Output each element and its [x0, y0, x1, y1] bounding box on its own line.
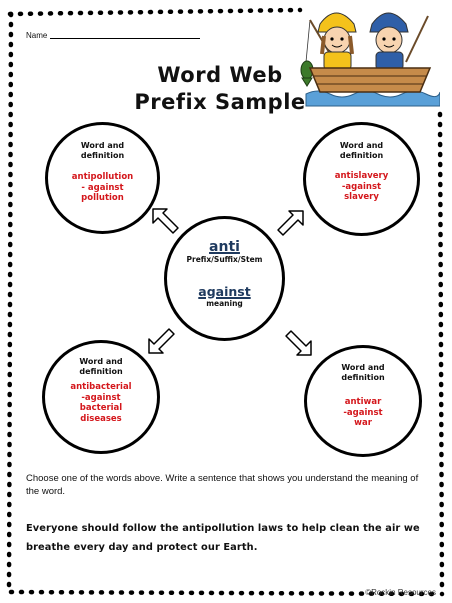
- sample-answer-sentence: Everyone should follow the antipollution…: [26, 523, 420, 553]
- center-prefix-circle: anti Prefix/Suffix/Stem against meaning: [164, 216, 285, 341]
- definition-text: -against: [343, 407, 383, 418]
- kids-fishing-boat-clipart: [300, 12, 440, 107]
- definition-text: - against: [81, 182, 124, 193]
- name-label: Name: [26, 31, 48, 40]
- arrow-to-bottom-right-icon: [285, 330, 312, 356]
- word-label: Word and: [341, 363, 385, 372]
- word-circle-top-right: Word and definition antislavery -against…: [303, 122, 420, 236]
- copyright-credit: ©Rockin Resources: [365, 588, 436, 597]
- definition-label: definition: [341, 373, 385, 382]
- prefix-meaning: against: [198, 284, 251, 299]
- word-text: antibacterial: [70, 382, 132, 392]
- instructions-text: Choose one of the words above. Write a s…: [26, 473, 419, 497]
- definition-label: definition: [79, 367, 123, 376]
- word-circle-top-left: Word and definition antipollution - agai…: [45, 122, 160, 234]
- word-circle-bottom-left: Word and definition antibacterial -again…: [42, 340, 160, 454]
- name-blank-line[interactable]: [50, 38, 201, 39]
- prefix-label: Prefix/Suffix/Stem: [186, 255, 263, 264]
- prefix-word: anti: [209, 239, 240, 255]
- word-text: antiwar: [344, 397, 382, 407]
- worksheet-title-line1: Word Web: [157, 63, 283, 87]
- word-text: antipollution: [71, 172, 134, 182]
- word-label: Word and: [339, 141, 384, 150]
- definition-label: definition: [80, 151, 125, 160]
- meaning-label: meaning: [206, 299, 243, 308]
- word-label: Word and: [80, 141, 125, 150]
- definition-label: definition: [339, 151, 384, 160]
- word-circle-bottom-right: Word and definition antiwar -against war: [304, 345, 422, 457]
- definition-text: pollution: [81, 193, 124, 203]
- definition-text: -against: [81, 392, 121, 403]
- word-label: Word and: [79, 357, 123, 366]
- worksheet-title-line2: Prefix Sample: [134, 90, 306, 114]
- name-field[interactable]: Name: [26, 31, 201, 40]
- arrow-to-top-left-icon: [152, 208, 179, 234]
- arrow-to-bottom-left-icon: [148, 328, 175, 354]
- arrow-to-top-right-icon: [277, 210, 304, 236]
- definition-text: diseases: [80, 413, 122, 424]
- definition-text: slavery: [344, 192, 379, 202]
- word-text: antislavery: [334, 171, 389, 181]
- definition-text: war: [354, 418, 372, 428]
- definition-text: bacterial: [79, 403, 123, 413]
- definition-text: -against: [341, 181, 382, 192]
